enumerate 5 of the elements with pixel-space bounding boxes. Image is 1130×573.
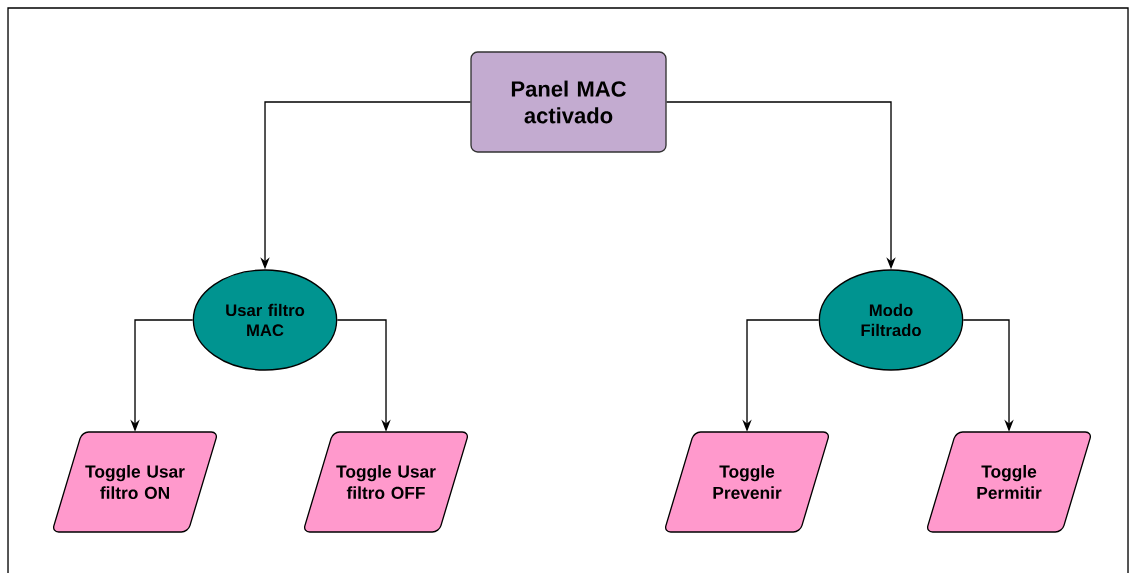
input-parallelogram: Toggle Usar filtro OFF bbox=[304, 431, 469, 533]
input-parallelogram: Toggle Permitir bbox=[927, 431, 1092, 533]
input-parallelogram: Toggle Prevenir bbox=[665, 431, 830, 533]
process-box: Panel MAC activado bbox=[470, 51, 667, 153]
input-parallelogram: Toggle Usar filtro ON bbox=[53, 431, 218, 533]
